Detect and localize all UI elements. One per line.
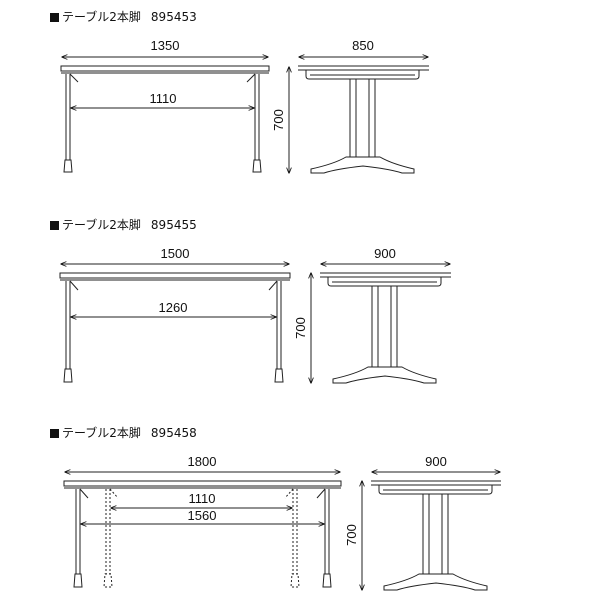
- table-3-side-view: [362, 472, 501, 590]
- table-1-depth-label: 850: [352, 38, 374, 53]
- table-3-depth-label: 900: [425, 454, 447, 469]
- table-2-code: 895455: [150, 218, 197, 232]
- table-3-name: テーブル2本脚: [62, 426, 141, 440]
- table-1-heading: テーブル2本脚 895453: [50, 10, 197, 24]
- table-3-width-label: 1800: [188, 454, 217, 469]
- table-1-code: 895453: [150, 10, 197, 24]
- table-3-front-view: [63, 472, 342, 588]
- table-1-front-view: [60, 57, 270, 173]
- table-2-inner-label: 1260: [159, 300, 188, 315]
- square-bullet-icon: [50, 221, 59, 230]
- table-1-inner-label: 1110: [150, 91, 177, 106]
- table-1-width-label: 1350: [151, 38, 180, 53]
- table-1-name: テーブル2本脚: [62, 10, 141, 24]
- table-2-side-view: [311, 264, 451, 383]
- table-3-code: 895458: [150, 426, 197, 440]
- square-bullet-icon: [50, 429, 59, 438]
- table-2-heading: テーブル2本脚 895455: [50, 218, 197, 232]
- table-2-name: テーブル2本脚: [62, 218, 141, 232]
- table-3-height-label: 700: [344, 524, 359, 546]
- table-1-height-label: 700: [271, 109, 286, 131]
- table-2-depth-label: 900: [374, 246, 396, 261]
- square-bullet-icon: [50, 13, 59, 22]
- table-3-inner-label: 1110: [189, 491, 216, 506]
- table-3-heading: テーブル2本脚 895458: [50, 426, 197, 440]
- table-2-front-view: [59, 264, 291, 383]
- table-1-side-view: [289, 57, 429, 173]
- table-3-inner-label-2: 1560: [188, 508, 217, 523]
- table-2-height-label: 700: [293, 317, 308, 339]
- table-2-width-label: 1500: [161, 246, 190, 261]
